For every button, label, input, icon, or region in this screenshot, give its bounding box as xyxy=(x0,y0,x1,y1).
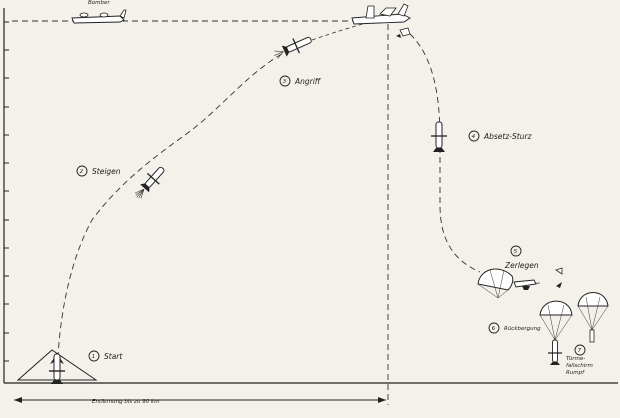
separated-body-icon xyxy=(513,279,537,290)
phase-7-number: 7 xyxy=(578,348,582,354)
phase-7-label-box: Türme-fallschirm Rumpf xyxy=(566,356,593,376)
phase-7-label: Türme-fallschirm Rumpf xyxy=(566,356,593,376)
target-bomber-icon xyxy=(351,3,411,25)
altitude-axis xyxy=(3,8,9,383)
phase-2-label: Steigen xyxy=(92,167,121,176)
separation-parachute-icon xyxy=(477,268,514,299)
attacking-rocket-icon xyxy=(274,36,312,59)
distance-label: Entfernung bis zu 90 km xyxy=(92,399,159,405)
phase-4-label: Absetz-Sturz xyxy=(483,132,533,141)
debris-icon xyxy=(396,27,411,38)
phase-5-marker: 5 Zerlegen xyxy=(504,245,539,270)
phase-3-number: 3 xyxy=(283,79,287,85)
phase-6-marker: 6 Rückbergung xyxy=(488,322,541,334)
phase-6-label: Rückbergung xyxy=(504,326,541,332)
phase-5-number: 5 xyxy=(514,249,518,255)
phase-3-marker: 3 Angriff xyxy=(279,75,322,87)
phase-4-number: 4 xyxy=(472,134,476,140)
phase-5-label: Zerlegen xyxy=(504,261,539,270)
phase-4-marker: 4 Absetz-Sturz xyxy=(468,130,533,142)
climb-trajectory xyxy=(57,51,286,359)
phase-7-marker: 7 Türme-fallschirm Rumpf xyxy=(566,344,593,376)
phase-2-marker: 2 Steigen xyxy=(76,165,121,177)
recovery-parachute-icon xyxy=(539,300,573,365)
phase-2-number: 2 xyxy=(80,169,84,175)
bomber-label: Bomber xyxy=(88,0,110,6)
climbing-rocket-icon xyxy=(134,166,165,199)
bomber-icon xyxy=(71,9,127,24)
phase-1-label: Start xyxy=(104,352,123,361)
phase-6-number: 6 xyxy=(492,326,496,332)
dive-trajectory xyxy=(409,33,481,273)
fuselage-parachute-icon xyxy=(577,292,609,343)
nose-cone-fragment-icon xyxy=(555,267,563,288)
diving-rocket-icon xyxy=(431,121,447,152)
phase-1-marker: 1 Start xyxy=(88,350,123,362)
rocket-on-launch-icon xyxy=(49,353,65,384)
distance-arrow xyxy=(14,397,386,403)
phase-1-number: 1 xyxy=(92,354,96,360)
attack-trajectory xyxy=(311,21,371,41)
phase-3-label: Angriff xyxy=(294,77,322,86)
